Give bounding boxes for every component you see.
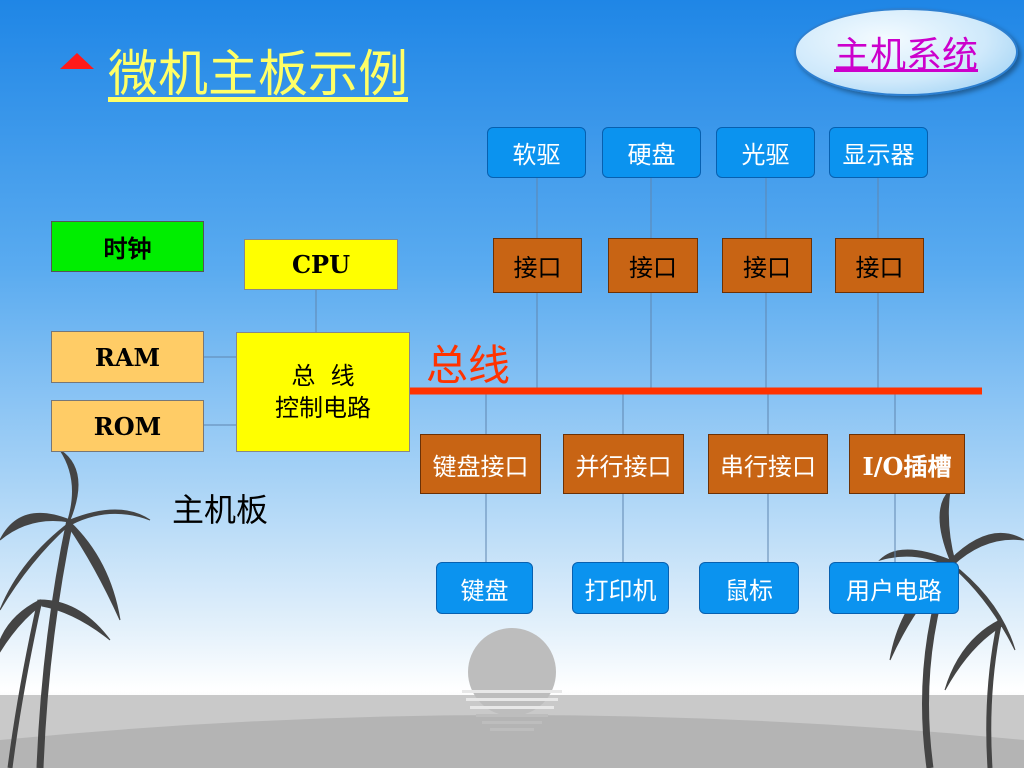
device-floppy-drive: 软驱	[487, 127, 586, 178]
motherboard-label: 主机板	[172, 491, 269, 529]
interface-floppy: 接口	[493, 238, 582, 293]
device-user-circuit: 用户电路	[829, 562, 959, 614]
nav-badge[interactable]: 主机系统	[794, 8, 1018, 96]
bus-control-box: 总 线 控制电路	[236, 332, 410, 452]
interface-parallel: 并行接口	[563, 434, 684, 494]
interface-io-slot: I/O插槽	[849, 434, 965, 494]
device-display: 显示器	[829, 127, 928, 178]
interface-display: 接口	[835, 238, 924, 293]
device-mouse: 鼠标	[699, 562, 799, 614]
nav-badge-link[interactable]: 主机系统	[833, 35, 978, 76]
red-triangle-bullet-icon	[60, 53, 94, 69]
device-optical-drive: 光驱	[716, 127, 815, 178]
device-hard-disk: 硬盘	[602, 127, 701, 178]
interface-keyboard: 键盘接口	[420, 434, 541, 494]
page-title: 微机主板示例	[108, 45, 408, 103]
cpu-box: CPU	[244, 239, 398, 290]
rom-box: ROM	[51, 400, 204, 452]
bus-control-line1: 总 线	[291, 362, 355, 390]
clock-box: 时钟	[51, 221, 204, 272]
ram-box: RAM	[51, 331, 204, 383]
interface-optical: 接口	[722, 238, 812, 293]
device-printer: 打印机	[572, 562, 669, 614]
bus-control-line2: 控制电路	[275, 394, 371, 422]
bus-label: 总线	[426, 341, 511, 390]
setting-sun-icon	[462, 628, 562, 731]
palm-tree-icon	[0, 449, 151, 768]
device-keyboard: 键盘	[436, 562, 533, 614]
interface-serial: 串行接口	[708, 434, 828, 494]
interface-hard-disk: 接口	[608, 238, 698, 293]
